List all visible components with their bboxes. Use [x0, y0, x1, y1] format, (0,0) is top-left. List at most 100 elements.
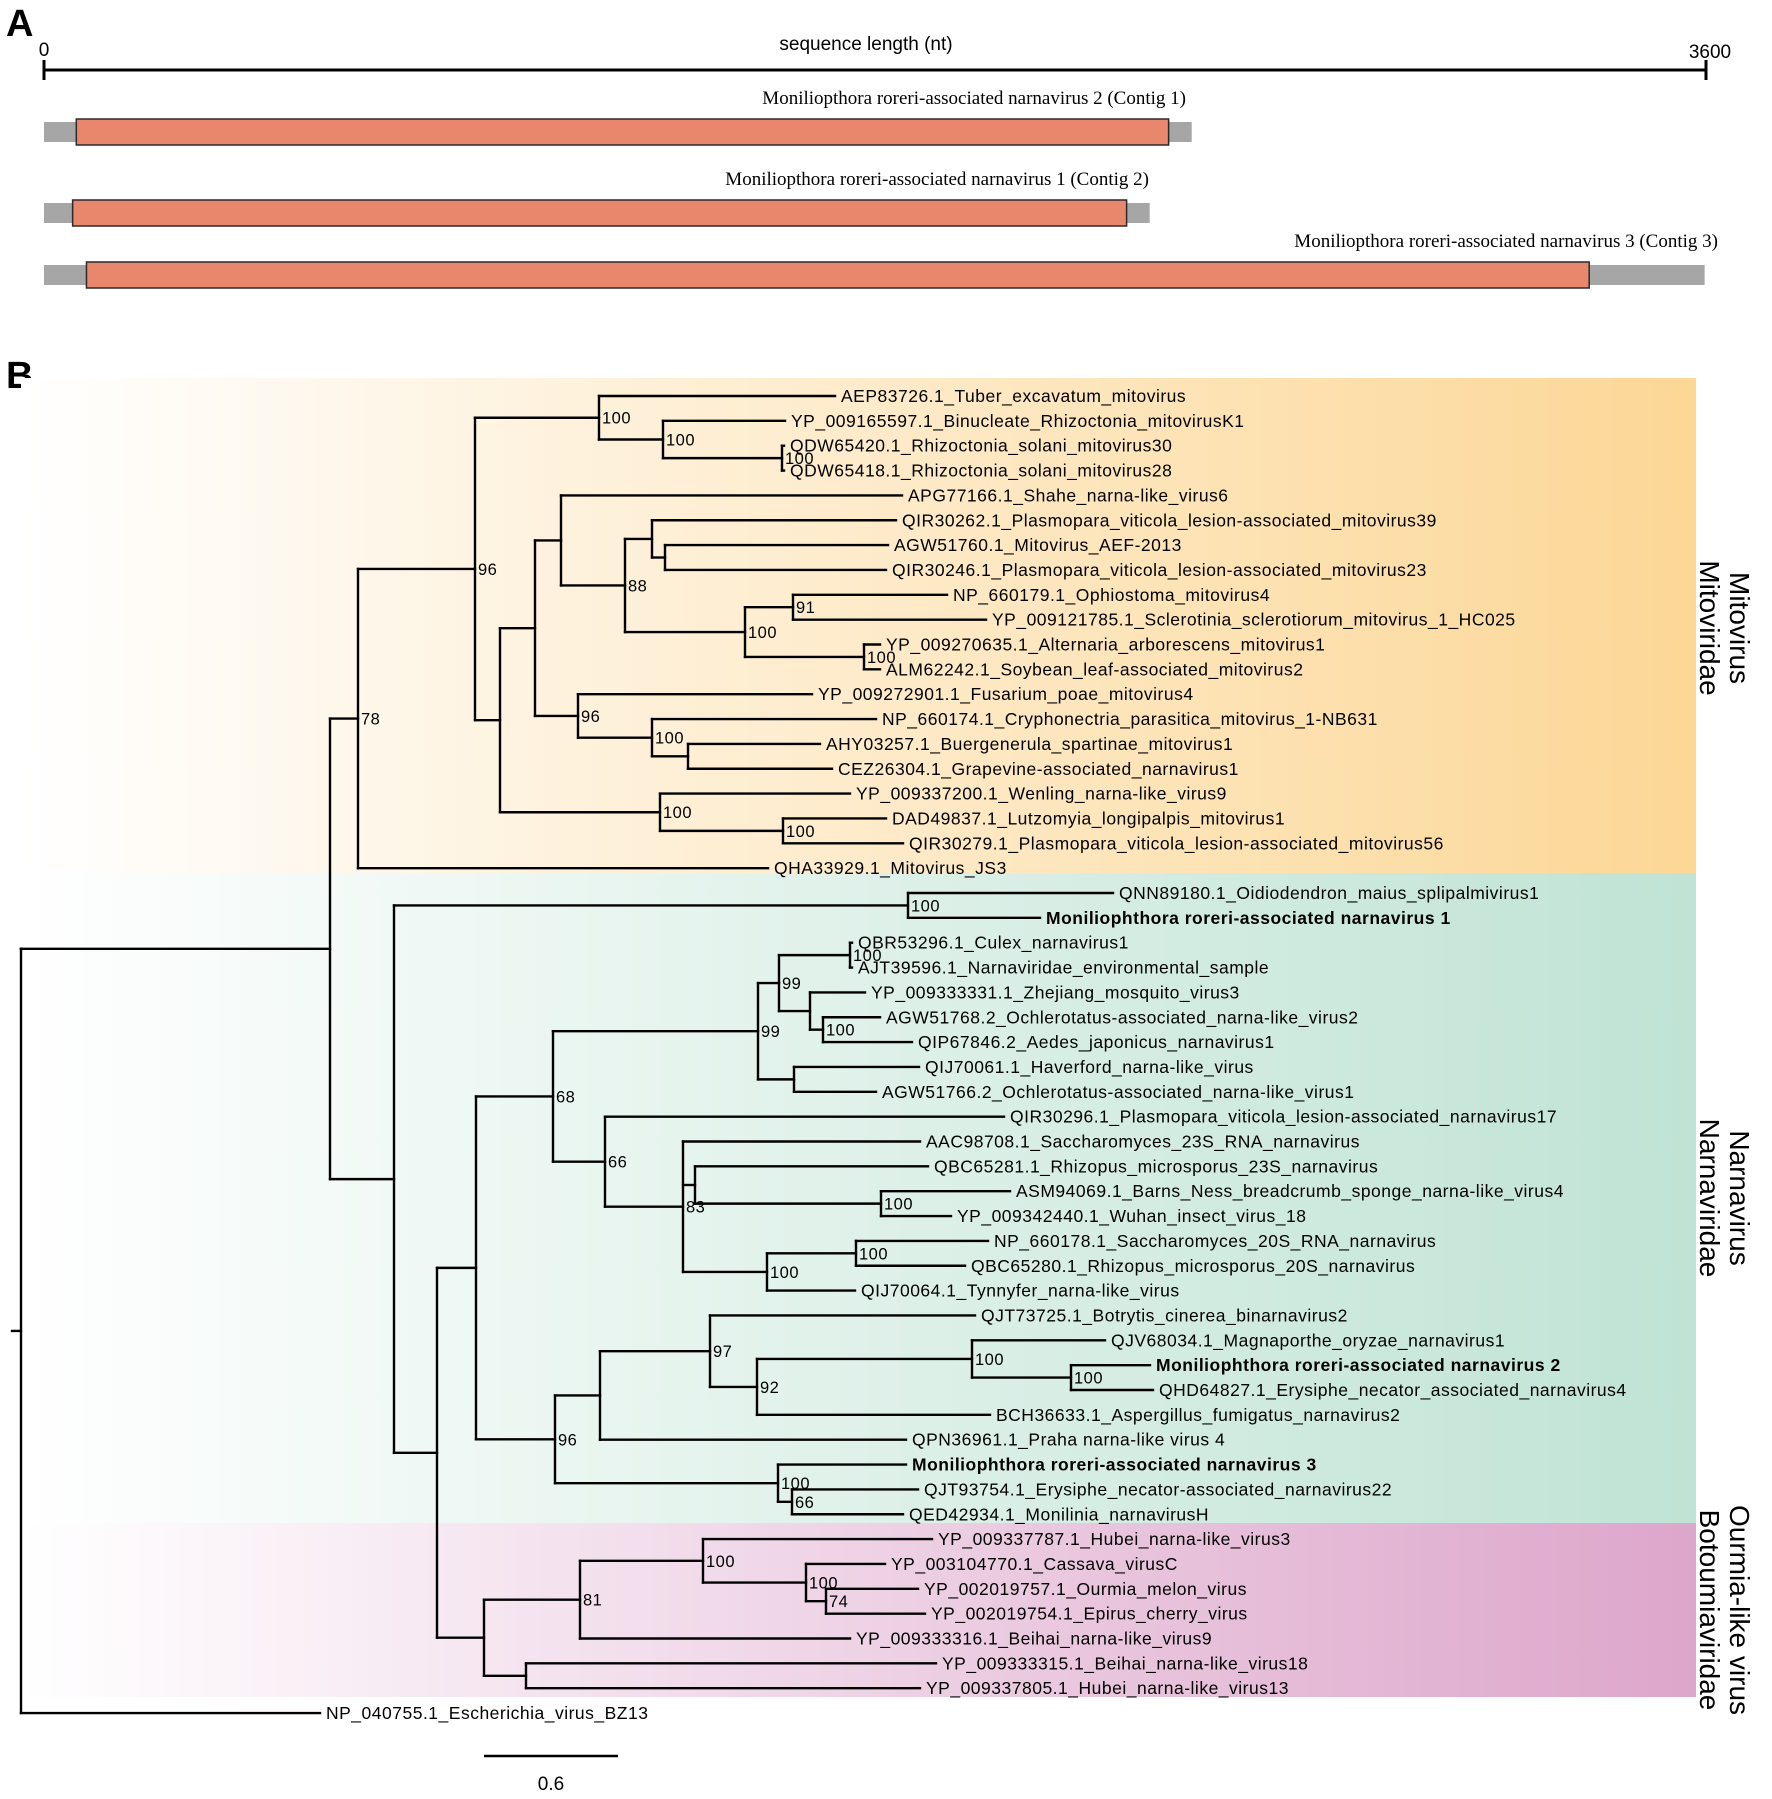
leaf-label: BCH36633.1_Aspergillus_fumigatus_narnavi… [996, 1405, 1400, 1426]
leaf-label: NP_040755.1_Escherichia_virus_BZ13 [326, 1703, 648, 1724]
support-value-99a: 99 [761, 1023, 780, 1041]
leaf-label: YP_002019754.1_Epirus_cherry_virus [931, 1604, 1248, 1625]
contig-2-label: Moniliopthora roreri-associated narnavir… [725, 169, 1149, 190]
group-name-3: Ourmia-like virus [1724, 1505, 1755, 1715]
contig-1-label: Moniliopthora roreri-associated narnavir… [762, 88, 1186, 109]
support-value-sac20b: 100 [859, 1245, 888, 1263]
support-value-mrn3: 100 [781, 1475, 810, 1493]
scale-bar-label: 0.6 [538, 1774, 564, 1795]
leaf-label: NP_660174.1_Cryphonectria_parasitica_mit… [882, 709, 1378, 730]
leaf-label: QIJ70061.1_Haverford_narna-like_virus [925, 1057, 1254, 1078]
clade-band-botoumiaviridae [21, 1523, 1696, 1697]
support-value-och: 100 [826, 1022, 855, 1040]
leaf-label: YP_009337787.1_Hubei_narna-like_virus3 [938, 1529, 1291, 1550]
leaf-label: AGW51766.2_Ochlerotatus-associated_narna… [882, 1082, 1355, 1103]
leaf-label: Moniliophthora roreri-associated narnavi… [1156, 1355, 1561, 1375]
leaf-label: ALM62242.1_Soybean_leaf-associated_mitov… [886, 659, 1303, 680]
leaf-labels: AEP83726.1_Tuber_excavatum_mitovirusYP_0… [326, 386, 1626, 1724]
leaf-label: Moniliophthora roreri-associated narnavi… [1046, 908, 1451, 928]
leaf-label: QJV68034.1_Magnaporthe_oryzae_narnavirus… [1111, 1330, 1505, 1351]
clade-band-mitoviridae [21, 378, 1696, 873]
leaf-label: QIR30262.1_Plasmopara_viticola_lesion-as… [902, 510, 1437, 531]
leaf-label: YP_009337200.1_Wenling_narna-like_virus9 [856, 784, 1227, 805]
support-value-mag: 100 [975, 1351, 1004, 1369]
leaf-label: ASM94069.1_Barns_Ness_breadcrumb_sponge_… [1016, 1181, 1564, 1202]
support-value-92: 92 [760, 1379, 779, 1397]
contig-2-orf [71, 199, 1128, 227]
leaf-label: QDW65420.1_Rhizoctonia_solani_mitovirus3… [790, 436, 1172, 457]
support-value-mito: 78 [361, 711, 380, 729]
panel-b: B 10010010091100100881009610010096781001… [6, 355, 1755, 1795]
leaf-label: YP_009333316.1_Beihai_narna-like_virus9 [856, 1629, 1212, 1650]
axis-title: sequence length (nt) [779, 34, 952, 55]
group-name-1: Mitovirus [1724, 572, 1755, 684]
support-value-alt: 100 [867, 649, 896, 667]
support-value-96: 96 [558, 1431, 577, 1449]
leaf-label: QDW65418.1_Rhizoctonia_solani_mitovirus2… [790, 461, 1172, 482]
leaf-label: AEP83726.1_Tuber_excavatum_mitovirus [841, 386, 1186, 407]
leaf-label: AHY03257.1_Buergenerula_spartinae_mitovi… [826, 734, 1233, 755]
leaf-label: AGW51768.2_Ochlerotatus-associated_narna… [886, 1007, 1359, 1028]
scale-bar: 0.6 [484, 1754, 618, 1795]
leaf-label: YP_009333315.1_Beihai_narna-like_virus18 [942, 1653, 1308, 1674]
support-values: 1001001009110010088100961001009678100100… [361, 410, 1103, 1611]
leaf-label: YP_009342440.1_Wuhan_insect_virus_18 [957, 1206, 1306, 1227]
support-value-ery: 66 [795, 1494, 814, 1512]
axis-max-label: 3600 [1689, 42, 1731, 63]
support-value-99b: 99 [782, 975, 801, 993]
phylogenetic-tree [10, 394, 1155, 1715]
support-value-oph91: 91 [796, 599, 815, 617]
support-value-wen: 100 [663, 804, 692, 822]
support-value-mitoA: 96 [478, 561, 497, 579]
leaf-label: YP_009333331.1_Zhejiang_mosquito_virus3 [871, 982, 1240, 1003]
contig-3-label: Moniliopthora roreri-associated narnavir… [1294, 231, 1718, 252]
leaf-label: QIJ70064.1_Tynnyfer_narna-like_virus [861, 1281, 1180, 1302]
group-name-2: Narnavirus [1724, 1130, 1755, 1265]
leaf-label: AJT39596.1_Narnaviridae_environmental_sa… [858, 958, 1269, 979]
contig-3-orf [85, 261, 1590, 289]
group-family-1: Mitoviridae [1694, 560, 1725, 695]
leaf-label: QBR53296.1_Culex_narnavirus1 [858, 933, 1129, 954]
support-value-fus: 96 [581, 708, 600, 726]
support-value-sac20: 100 [770, 1264, 799, 1282]
leaf-label: YP_009337805.1_Hubei_narna-like_virus13 [926, 1678, 1289, 1699]
support-value-66: 66 [608, 1154, 627, 1172]
leaf-label: QIR30296.1_Plasmopara_viticola_lesion-as… [1010, 1107, 1557, 1128]
support-value-rhizo2: 100 [785, 450, 814, 468]
leaf-label: YP_009165597.1_Binucleate_Rhizoctonia_mi… [791, 411, 1245, 432]
leaf-label: NP_660178.1_Saccharomyces_20S_RNA_narnav… [994, 1231, 1436, 1252]
leaf-label: YP_009272901.1_Fusarium_poae_mitovirus4 [818, 684, 1194, 705]
leaf-label: AGW51760.1_Mitovirus_AEF-2013 [894, 535, 1182, 556]
group-family-3: Botoumiaviridae [1694, 1510, 1725, 1711]
support-value-lut: 100 [786, 823, 815, 841]
leaf-label: YP_002019757.1_Ourmia_melon_virus [924, 1579, 1247, 1600]
leaf-label: QJT73725.1_Botrytis_cinerea_binarnavirus… [981, 1305, 1348, 1326]
leaf-label: AAC98708.1_Saccharomyces_23S_RNA_narnavi… [926, 1132, 1360, 1153]
leaf-label: Moniliophthora roreri-associated narnavi… [912, 1455, 1317, 1475]
leaf-label: QHA33929.1_Mitovirus_JS3 [774, 858, 1007, 879]
support-value-oph: 100 [748, 624, 777, 642]
clade-bands [21, 378, 1696, 1697]
leaf-label: QIR30246.1_Plasmopara_viticola_lesion-as… [892, 560, 1427, 581]
support-value-83: 83 [686, 1199, 705, 1217]
leaf-label: QPN36961.1_Praha narna-like virus 4 [912, 1430, 1225, 1451]
support-value-81: 81 [583, 1592, 602, 1610]
leaf-label: YP_009270635.1_Alternaria_arborescens_mi… [886, 635, 1325, 656]
support-value-tuber: 100 [602, 410, 631, 428]
leaf-label: QBC65281.1_Rhizopus_microsporus_23S_narn… [934, 1156, 1378, 1177]
leaf-label: NP_660179.1_Ophiostoma_mitovirus4 [953, 585, 1270, 606]
axis-min-label: 0 [39, 40, 50, 61]
support-value-culex: 100 [853, 947, 882, 965]
support-value-rhizo1: 100 [666, 431, 695, 449]
support-value-mrn2: 100 [1074, 1370, 1103, 1388]
leaf-label: CEZ26304.1_Grapevine-associated_narnavir… [838, 759, 1239, 780]
group-labels: MitovirusMitoviridaeNarnavirusNarnavirid… [1694, 560, 1755, 1715]
support-value-hub3: 100 [706, 1553, 735, 1571]
leaf-label: QBC65280.1_Rhizopus_microsporus_20S_narn… [971, 1256, 1415, 1277]
support-value-68: 68 [556, 1088, 575, 1106]
leaf-label: QED42934.1_Monilinia_narnavirusH [909, 1504, 1209, 1525]
leaf-label: QIR30279.1_Plasmopara_viticola_lesion-as… [909, 833, 1444, 854]
contig-tracks: Moniliopthora roreri-associated narnavir… [44, 88, 1718, 289]
leaf-label: APG77166.1_Shahe_narna-like_virus6 [908, 485, 1229, 506]
support-value-our74: 74 [829, 1593, 848, 1611]
